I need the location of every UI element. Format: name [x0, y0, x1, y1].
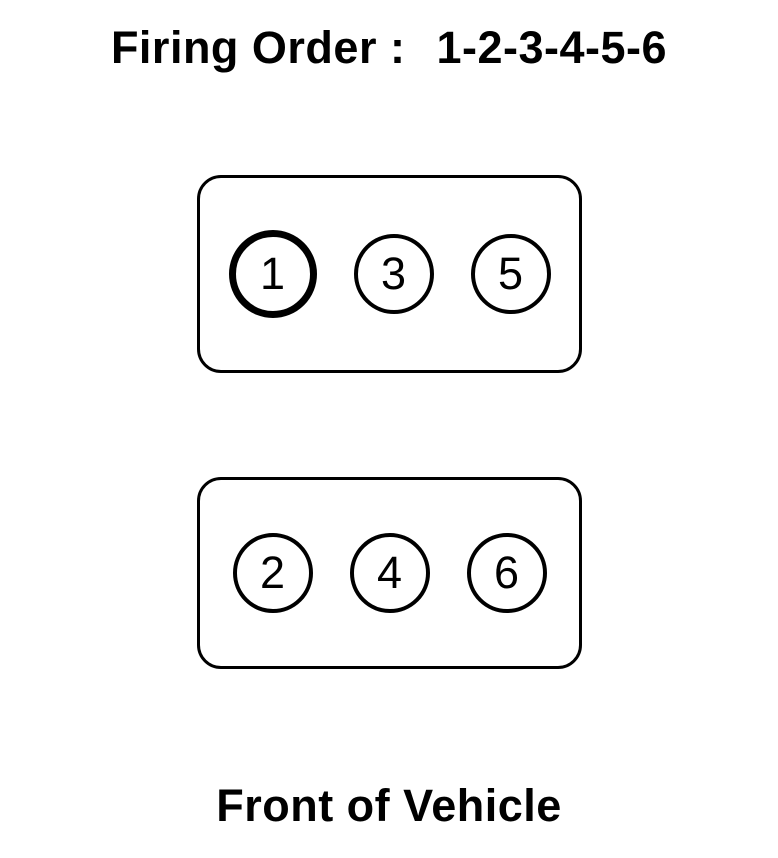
cylinder-6: 6 — [466, 533, 547, 613]
cylinder-5: 5 — [470, 234, 551, 314]
cylinder-1: 1 — [228, 230, 317, 318]
cylinder-bank-front: 1 3 5 — [197, 175, 582, 373]
cylinder-4: 4 — [349, 533, 430, 613]
firing-order-label: Firing Order : — [110, 22, 406, 73]
cylinder-bank-rear: 2 4 6 — [197, 477, 582, 669]
page-title: Firing Order : 1-2-3-4-5-6 — [0, 22, 778, 74]
front-of-vehicle-label: Front of Vehicle — [216, 780, 562, 831]
cylinder-3: 3 — [353, 234, 434, 314]
firing-order-value: 1-2-3-4-5-6 — [436, 22, 668, 73]
cylinder-2: 2 — [232, 533, 313, 613]
